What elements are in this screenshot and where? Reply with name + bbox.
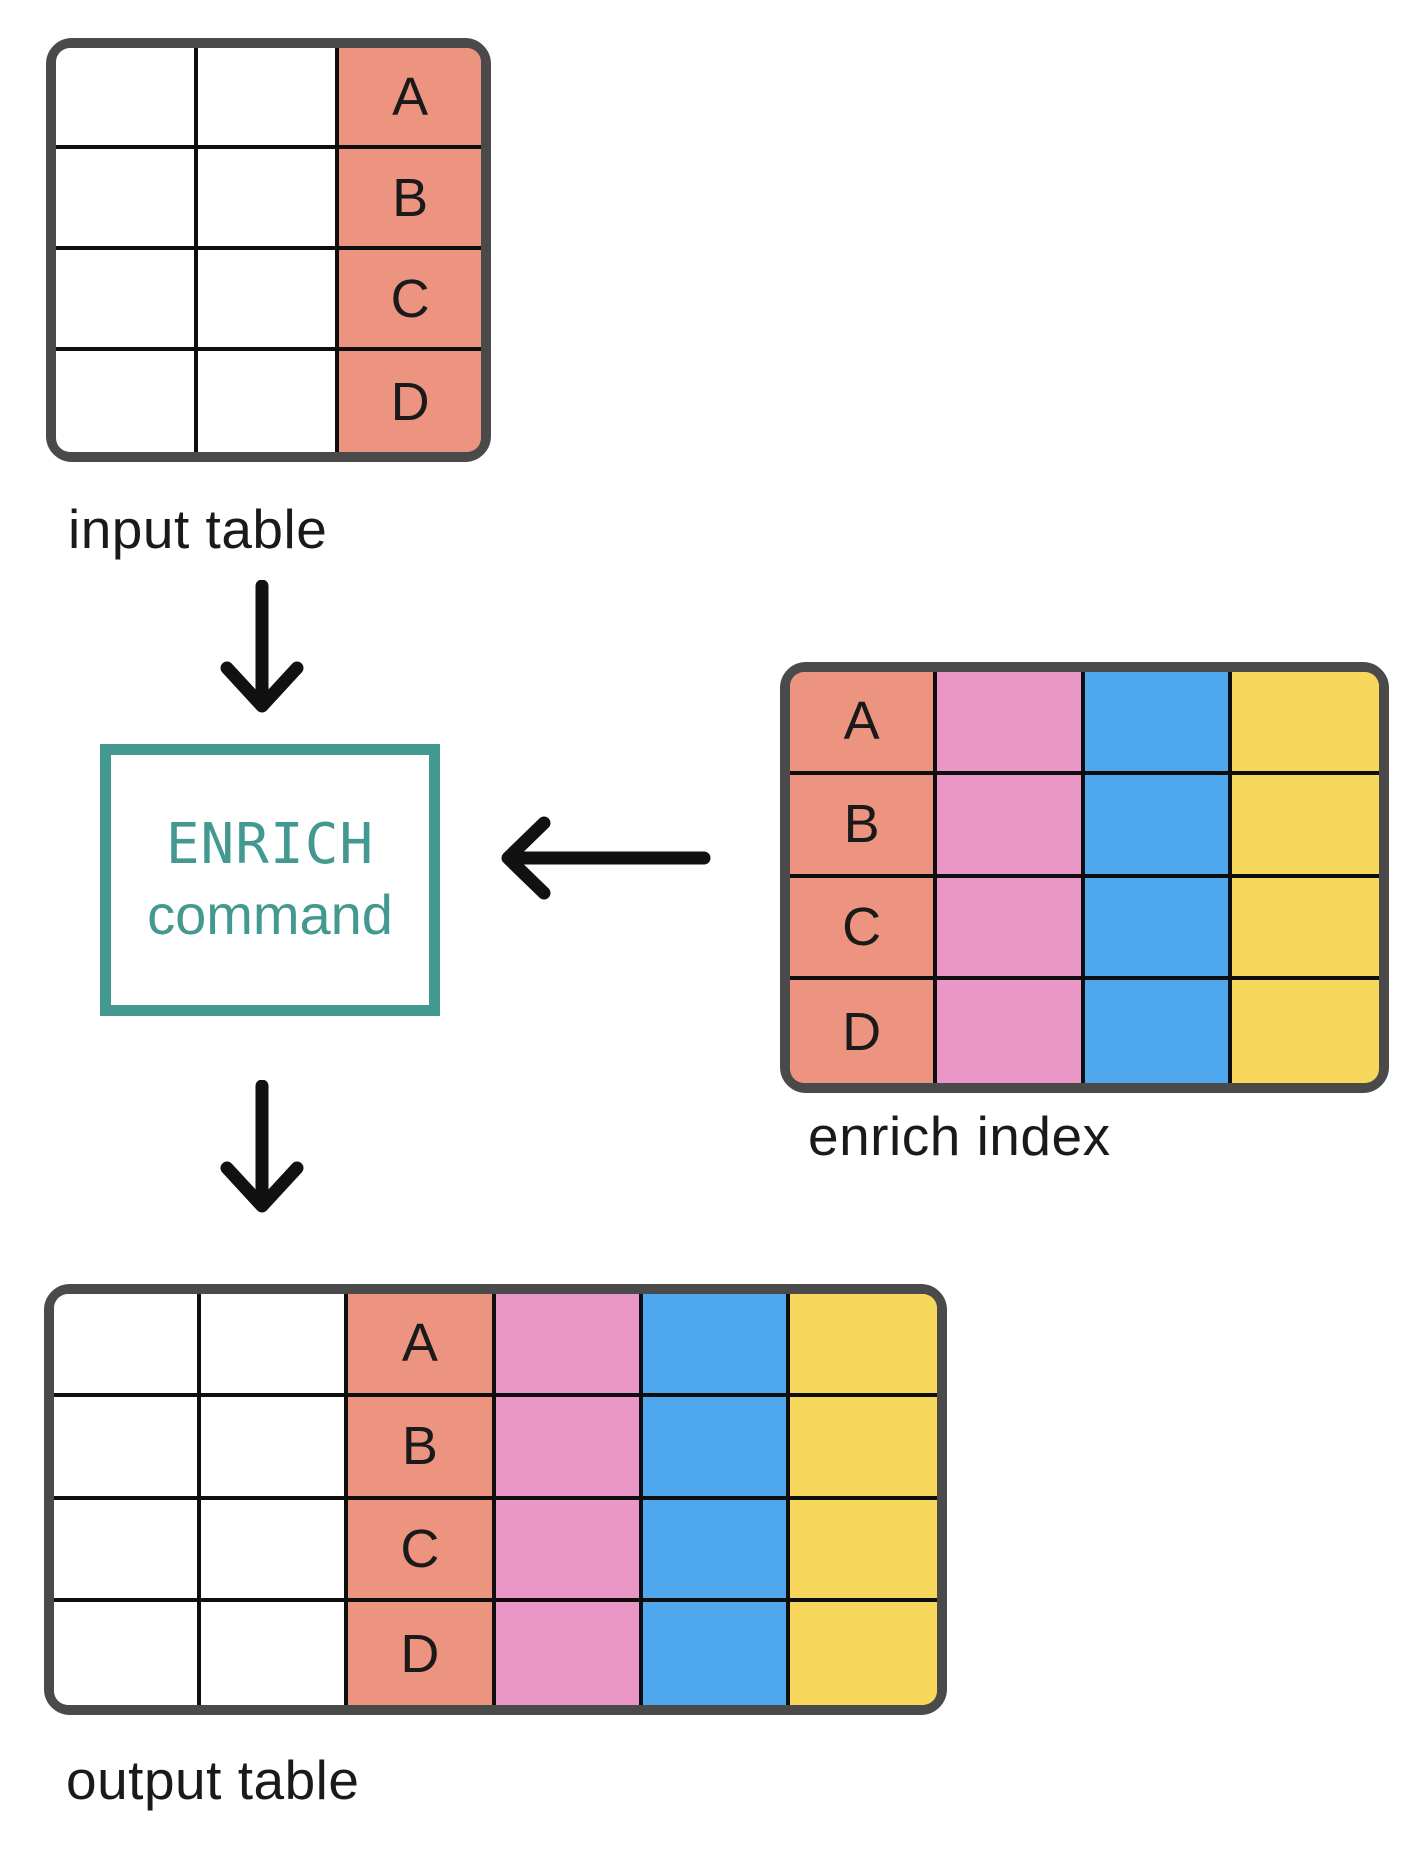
- table-cell: [54, 1602, 202, 1705]
- table-cell: [495, 1396, 643, 1500]
- table-cell: [937, 774, 1085, 878]
- table-cell: [54, 1294, 202, 1397]
- table-cell: [56, 351, 198, 452]
- table-cell: [937, 672, 1085, 775]
- output-table-label: output table: [66, 1749, 360, 1811]
- input-table-label: input table: [68, 498, 328, 560]
- arrow-input-to-enrich-down-icon: [220, 580, 304, 713]
- table-cell: [789, 1602, 937, 1705]
- table-cell: [56, 149, 198, 250]
- table-cell: [1084, 877, 1232, 981]
- table-cell: [54, 1396, 202, 1500]
- table-cell: [201, 1602, 349, 1705]
- table-cell: [642, 1396, 790, 1500]
- table-cell-D: D: [339, 351, 481, 452]
- table-cell: [201, 1499, 349, 1603]
- table-cell: [197, 48, 340, 149]
- enrich-command-word: command: [147, 883, 393, 946]
- table-cell: [197, 250, 340, 351]
- table-cell: [937, 980, 1085, 1083]
- table-cell: [197, 351, 340, 452]
- table-cell-B: B: [790, 774, 938, 878]
- table-cell-B: B: [339, 149, 481, 250]
- table-cell: [201, 1396, 349, 1500]
- enrich-command-keyword: ENRICH: [165, 812, 375, 878]
- table-cell: [789, 1499, 937, 1603]
- table-cell: [201, 1294, 349, 1397]
- table-cell: [197, 149, 340, 250]
- table-cell-D: D: [790, 980, 938, 1083]
- table-cell: [1231, 877, 1379, 981]
- table-cell-C: C: [339, 250, 481, 351]
- table-cell: [56, 48, 198, 149]
- table-cell: [789, 1396, 937, 1500]
- table-cell: [54, 1499, 202, 1603]
- table-cell: [1231, 774, 1379, 878]
- table-cell: [1231, 672, 1379, 775]
- arrow-index-to-enrich-left-icon: [501, 816, 711, 900]
- table-cell-B: B: [348, 1396, 496, 1500]
- table-cell-A: A: [339, 48, 481, 149]
- table-cell: [495, 1294, 643, 1397]
- table-cell: [1084, 980, 1232, 1083]
- table-cell-A: A: [348, 1294, 496, 1397]
- table-cell-C: C: [348, 1499, 496, 1603]
- table-cell: [937, 877, 1085, 981]
- table-cell: [642, 1499, 790, 1603]
- table-cell-C: C: [790, 877, 938, 981]
- table-cell: [495, 1499, 643, 1603]
- table-cell: [1084, 774, 1232, 878]
- table-cell: [642, 1294, 790, 1397]
- table-cell: [495, 1602, 643, 1705]
- enrich-index-label: enrich index: [808, 1105, 1111, 1167]
- table-cell: [1231, 980, 1379, 1083]
- table-cell-A: A: [790, 672, 938, 775]
- enrich-command-box: ENRICH command: [100, 744, 440, 1016]
- arrow-enrich-to-output-down-icon: [220, 1080, 304, 1213]
- table-cell: [56, 250, 198, 351]
- table-cell-D: D: [348, 1602, 496, 1705]
- table-cell: [789, 1294, 937, 1397]
- table-cell: [1084, 672, 1232, 775]
- table-cell: [642, 1602, 790, 1705]
